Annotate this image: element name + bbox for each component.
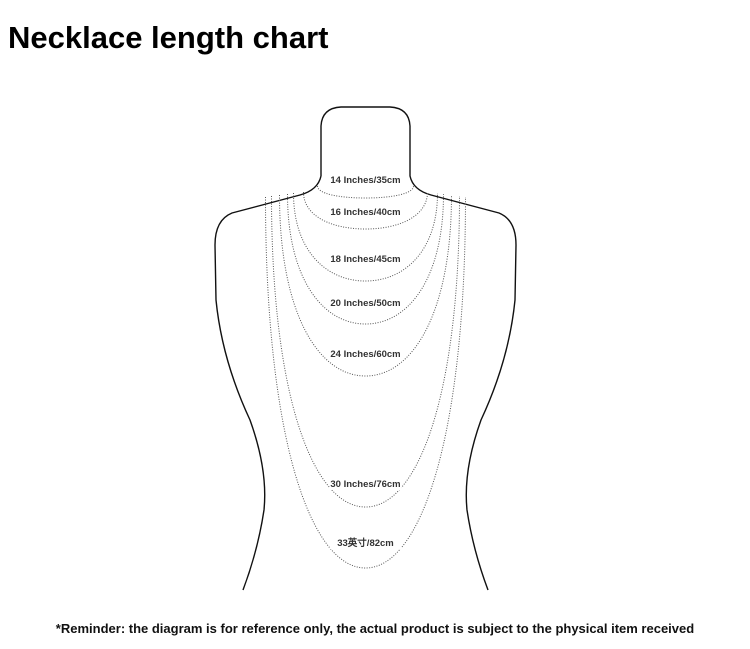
- label-background: [329, 348, 402, 360]
- page-title: Necklace length chart: [8, 20, 329, 55]
- label-background: [329, 537, 402, 549]
- label-background: [329, 174, 402, 186]
- necklace-chain-16: [303, 191, 428, 230]
- label-background: [329, 478, 402, 490]
- label-background: [329, 206, 402, 218]
- length-label-14: 14 Inches/35cm: [330, 175, 400, 186]
- length-label-20: 20 Inches/50cm: [330, 298, 400, 309]
- mannequin-outline: [214, 106, 517, 591]
- length-label-30: 30 Inches/76cm: [330, 479, 400, 490]
- length-label-18: 18 Inches/45cm: [330, 254, 400, 265]
- label-background: [329, 297, 402, 309]
- necklace-chain-20: [287, 193, 444, 325]
- length-label-16: 16 Inches/40cm: [330, 207, 400, 218]
- necklace-chain-33: [265, 196, 466, 569]
- length-label-33: 33英寸/82cm: [337, 537, 394, 549]
- label-background: [329, 253, 402, 265]
- reminder-note: *Reminder: the diagram is for reference …: [55, 621, 695, 636]
- length-label-24: 24 Inches/60cm: [330, 349, 400, 360]
- necklace-chain-18: [293, 192, 438, 282]
- necklace-chain-14: [317, 185, 414, 199]
